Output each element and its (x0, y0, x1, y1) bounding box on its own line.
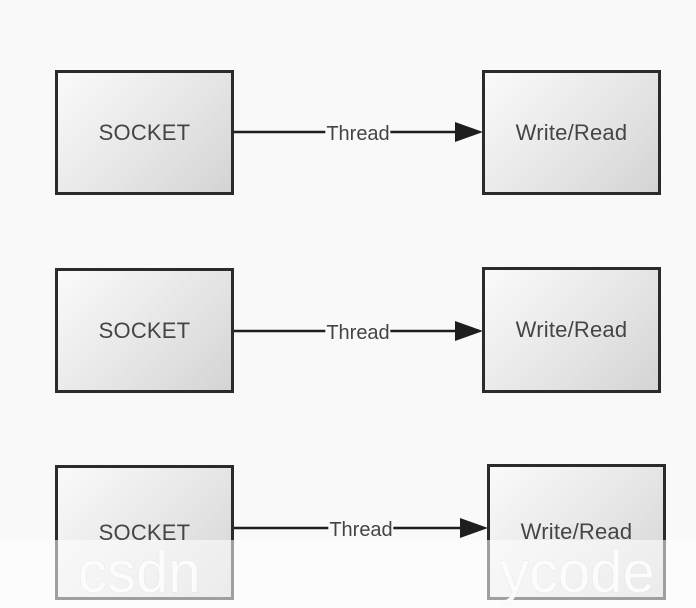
write-read-box-2: Write/Read (482, 267, 661, 393)
socket-box-2: SOCKET (55, 268, 234, 393)
thread-label-3: Thread (328, 519, 394, 541)
arrowhead-2 (455, 321, 483, 341)
write-read-box-1: Write/Read (482, 70, 661, 195)
watermark-left: csdn (78, 540, 201, 605)
watermark-right: ycode (500, 540, 655, 605)
arrowhead-1 (455, 122, 483, 142)
thread-label-1: Thread (325, 123, 391, 145)
arrowhead-3 (460, 518, 488, 538)
thread-label-2: Thread (325, 322, 391, 344)
socket-box-1: SOCKET (55, 70, 234, 195)
watermark-band (0, 540, 696, 608)
